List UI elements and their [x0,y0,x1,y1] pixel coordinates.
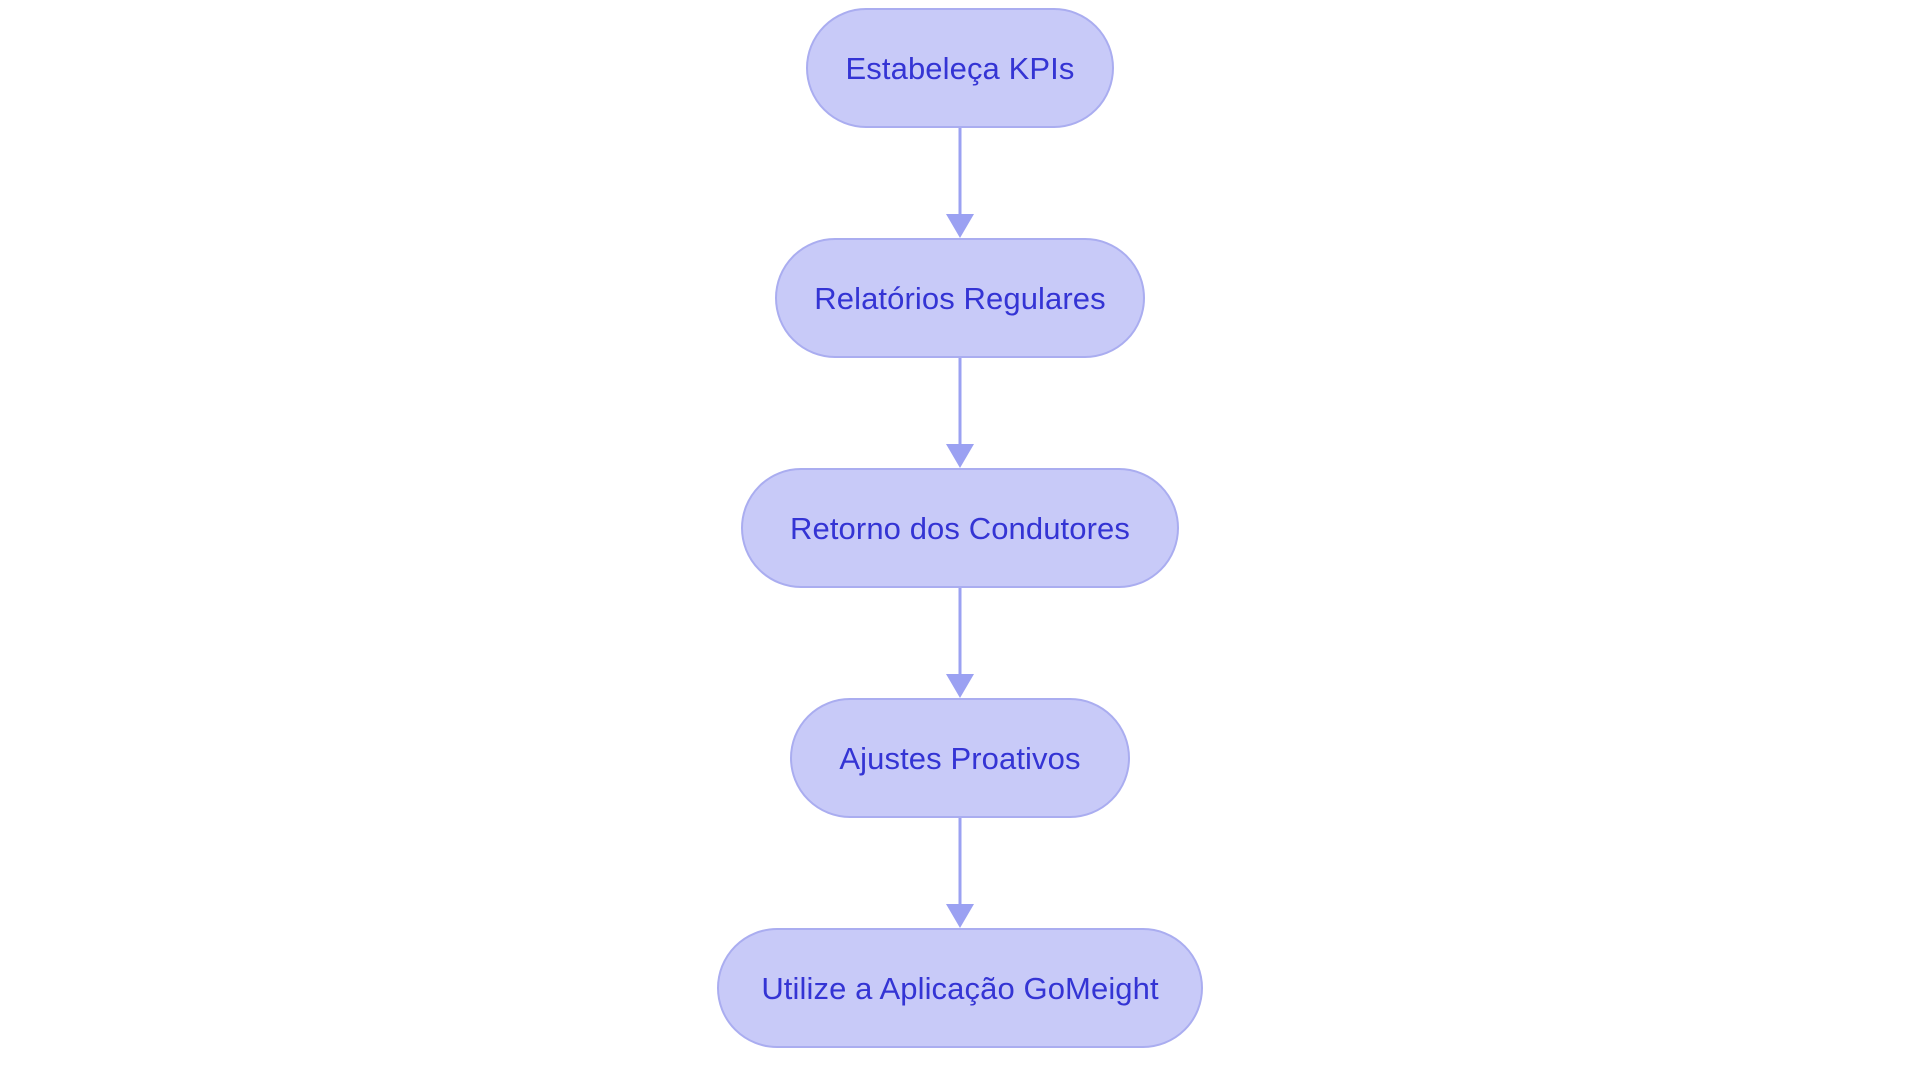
flow-connector-3 [940,588,980,698]
flow-connector-2 [940,358,980,468]
flow-node-label: Ajustes Proativos [839,740,1081,776]
connector-line [958,128,962,216]
flow-node-label: Relatórios Regulares [814,280,1106,316]
flow-node-use-gomeight-app[interactable]: Utilize a Aplicação GoMeight [717,928,1203,1048]
flow-node-regular-reports[interactable]: Relatórios Regulares [775,238,1145,358]
connector-line [958,358,962,446]
connector-line [958,588,962,676]
flow-connector-1 [940,128,980,238]
flow-node-driver-feedback[interactable]: Retorno dos Condutores [741,468,1179,588]
down-arrow-icon [946,214,974,238]
flow-node-label: Retorno dos Condutores [790,510,1130,546]
connector-line [958,818,962,906]
down-arrow-icon [946,674,974,698]
flow-node-establish-kpis[interactable]: Estabeleça KPIs [806,8,1114,128]
down-arrow-icon [946,904,974,928]
flow-connector-4 [940,818,980,928]
flow-node-proactive-adjustments[interactable]: Ajustes Proativos [790,698,1130,818]
flow-node-label: Estabeleça KPIs [845,50,1075,86]
flow-node-label: Utilize a Aplicação GoMeight [761,970,1159,1006]
down-arrow-icon [946,444,974,468]
